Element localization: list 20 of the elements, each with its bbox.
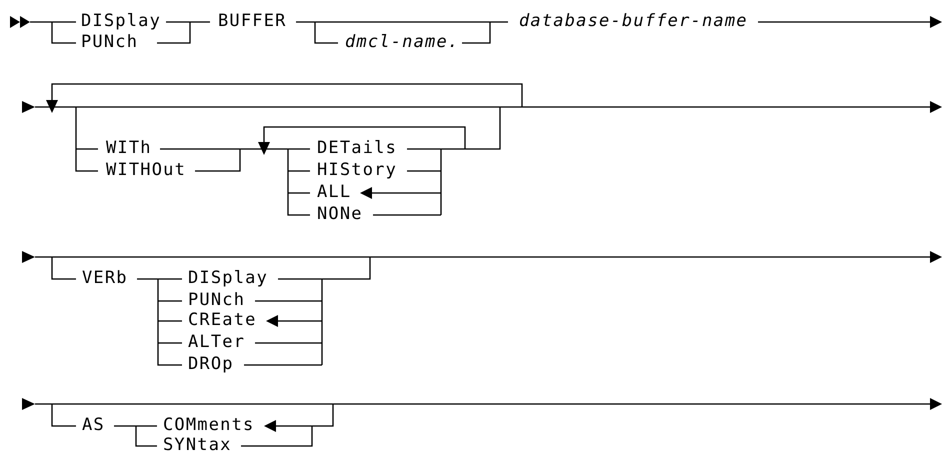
variable-name: database-buffer-name [519,12,748,30]
syntax-keyword: HIStory [317,161,398,179]
syntax-keyword: PUNch [81,33,138,51]
syntax-keyword: DETails [317,139,398,157]
syntax-keyword: DISplay [81,12,162,30]
syntax-keyword: PUNch [188,291,246,309]
syntax-keyword: ALL [317,183,352,201]
syntax-keyword: ALTer [188,333,246,351]
variable-name: dmcl-name. [345,33,460,51]
syntax-keyword: BUFFER [218,12,287,30]
syntax-keyword: VERb [82,269,128,287]
syntax-keyword: DISplay [188,269,268,287]
syntax-keyword: NONe [317,205,363,223]
syntax-keyword: DROp [188,355,234,373]
syntax-keyword: COMments [163,416,254,434]
syntax-keyword: CREate [188,311,257,329]
syntax-keyword: AS [82,416,105,434]
syntax-keyword: SYNtax [163,436,232,454]
syntax-keyword: WITh [106,139,152,157]
syntax-keyword: WITHOut [106,161,186,179]
